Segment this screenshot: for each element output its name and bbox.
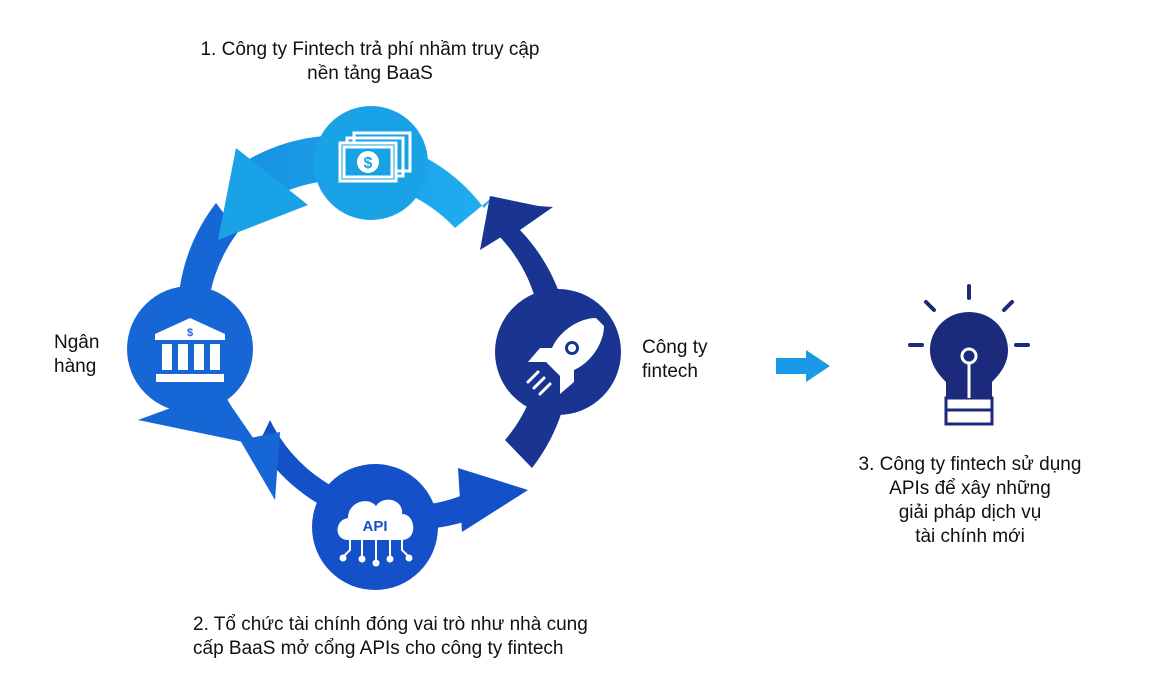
ring-arrowhead-top xyxy=(218,148,308,240)
money-stack-icon xyxy=(338,131,412,183)
bank-icon xyxy=(155,318,225,382)
label-step-3: 3. Công ty fintech sử dụng APIs để xây n… xyxy=(858,454,1082,547)
svg-text:$: $ xyxy=(187,327,193,339)
arrow-right-icon xyxy=(776,350,830,382)
label-bank: Ngân hàng xyxy=(54,332,100,377)
node-bank xyxy=(127,286,253,412)
rocket-icon xyxy=(526,318,604,396)
ring-arrowhead-left xyxy=(240,432,280,500)
ring-arrowhead-right xyxy=(480,196,548,250)
svg-text:$: $ xyxy=(364,155,373,172)
label-fintech: Công ty fintech xyxy=(642,337,708,382)
api-text: API xyxy=(362,518,387,535)
label-step-1: 1. Công ty Fintech trả phí nhầm truy cập… xyxy=(200,39,540,84)
label-step-2: 2. Tổ chức tài chính đóng vai trò như nh… xyxy=(193,614,588,659)
api-cloud-icon xyxy=(337,499,414,567)
ring-arrowhead-bottom xyxy=(458,468,528,532)
lightbulb-icon xyxy=(908,284,1030,426)
